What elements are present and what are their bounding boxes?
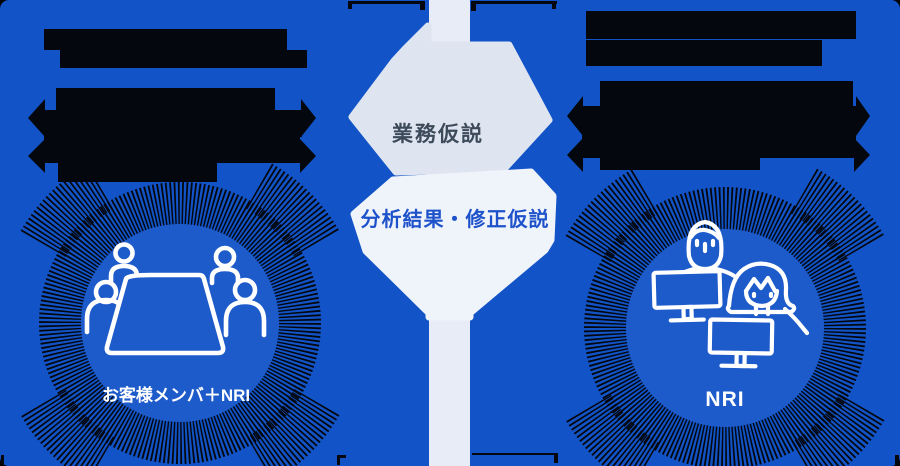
redacted-bar bbox=[1, 455, 4, 465]
left-circle-label: お客様メンバ＋NRI bbox=[101, 386, 251, 405]
redacted-bar bbox=[895, 455, 899, 465]
redacted-bar bbox=[582, 106, 858, 132]
flow-forward-label: 業務仮説 bbox=[392, 123, 484, 146]
redacted-bar bbox=[471, 1, 557, 4]
two-analysts-at-monitors-icon bbox=[651, 219, 810, 369]
redacted-bar bbox=[600, 158, 760, 170]
redacted-bar bbox=[60, 50, 307, 68]
redacted-bar bbox=[56, 88, 275, 111]
redacted-bar bbox=[44, 110, 302, 137]
left-dash-halo bbox=[20, 163, 340, 466]
right-circle-group bbox=[565, 168, 885, 466]
arrow-return-left bbox=[350, 168, 557, 321]
flow-return-label: 分析結果・修正仮説 bbox=[360, 209, 550, 231]
redacted-bar bbox=[44, 136, 300, 163]
left-circle-group bbox=[20, 163, 340, 466]
redacted-bar bbox=[554, 453, 558, 463]
redacted-bar bbox=[348, 1, 425, 4]
redacted-bar bbox=[44, 29, 287, 50]
arrow-forward-right bbox=[348, 22, 553, 176]
right-dash-halo bbox=[565, 168, 885, 466]
redacted-bar bbox=[582, 132, 856, 158]
redacted-bar bbox=[552, 1, 556, 9]
redacted-bar bbox=[586, 40, 822, 66]
redacted-bar bbox=[58, 162, 217, 182]
redacted-bar bbox=[471, 1, 476, 11]
right-circle-label: NRI bbox=[705, 388, 745, 411]
redacted-bar bbox=[337, 455, 340, 465]
redacted-bar bbox=[472, 453, 557, 455]
redacted-bar bbox=[337, 455, 346, 458]
meeting-table-people-icon bbox=[84, 242, 267, 356]
redacted-bar bbox=[586, 11, 856, 39]
redacted-bar bbox=[420, 1, 425, 10]
redacted-bar bbox=[600, 81, 853, 106]
redacted-bar bbox=[348, 1, 352, 9]
